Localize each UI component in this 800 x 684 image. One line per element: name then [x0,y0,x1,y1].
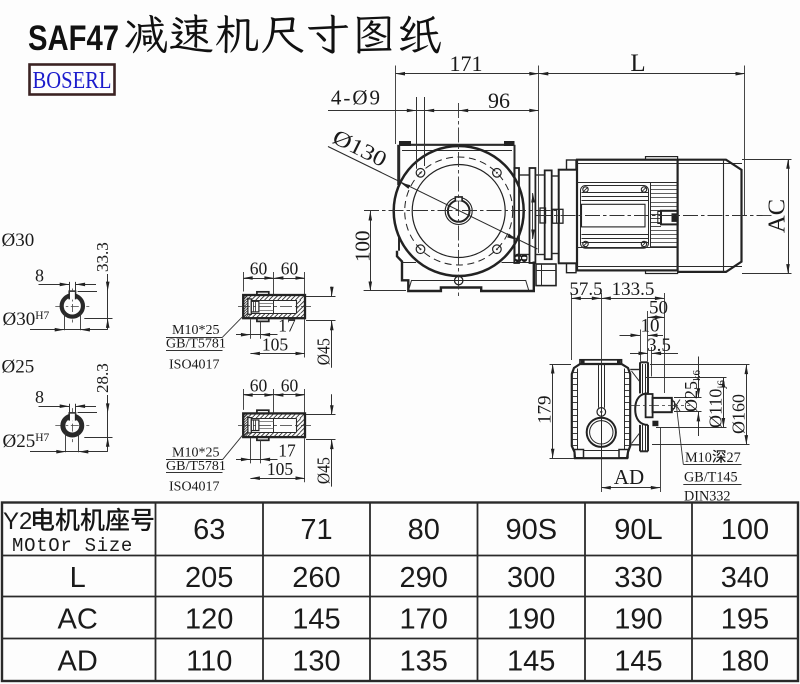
svg-text:Y2: Y2 [3,508,32,535]
svg-text:AC: AC [764,199,791,233]
svg-text:60: 60 [281,376,299,396]
svg-text:MOtOr Size: MOtOr Size [12,535,133,557]
svg-text:290: 290 [400,562,448,594]
svg-text:100: 100 [351,231,375,263]
svg-text:171: 171 [450,51,483,76]
svg-text:L: L [630,50,645,77]
svg-text:120: 120 [185,604,233,636]
svg-text:180: 180 [721,646,769,678]
svg-text:GB/T5781: GB/T5781 [166,337,226,352]
svg-text:50: 50 [649,298,668,319]
svg-text:96: 96 [488,88,510,113]
svg-text:63: 63 [193,514,225,546]
svg-text:M10: M10 [685,450,712,466]
svg-text:80: 80 [408,514,440,546]
svg-text:M10*25: M10*25 [172,446,219,461]
svg-text:145: 145 [292,604,340,636]
svg-text:145: 145 [614,646,662,678]
svg-text:300: 300 [507,562,555,594]
svg-text:GB/T5781: GB/T5781 [166,459,226,474]
svg-text:340: 340 [721,562,769,594]
svg-text:DIN332: DIN332 [684,488,731,504]
svg-text:195: 195 [721,604,769,636]
svg-text:17: 17 [278,440,296,460]
svg-text:105: 105 [267,459,294,479]
svg-text:SAF47: SAF47 [28,18,119,58]
svg-text:ISO4017: ISO4017 [169,358,220,373]
svg-text:190: 190 [614,604,662,636]
svg-text:Ø25: Ø25 [2,357,35,378]
svg-text:130: 130 [292,646,340,678]
svg-text:17: 17 [278,316,296,336]
svg-text:AC: AC [58,604,98,636]
svg-text:4-Ø9: 4-Ø9 [331,86,382,110]
svg-text:205: 205 [185,562,233,594]
svg-text:3.5: 3.5 [647,335,671,356]
svg-text:27: 27 [727,450,741,466]
svg-text:190: 190 [507,604,555,636]
svg-text:8: 8 [510,253,532,263]
svg-text:105: 105 [262,334,289,354]
svg-text:8: 8 [35,265,44,285]
svg-text:8: 8 [35,387,44,407]
svg-text:M10*25: M10*25 [172,323,219,338]
svg-text:179: 179 [535,396,556,425]
svg-text:260: 260 [292,562,340,594]
svg-text:Ø45: Ø45 [314,338,334,365]
svg-text:AD: AD [58,646,98,678]
svg-text:28.3: 28.3 [93,363,112,393]
svg-text:135: 135 [400,646,448,678]
svg-text:60: 60 [281,259,299,279]
svg-text:145: 145 [507,646,555,678]
svg-text:110: 110 [186,646,232,678]
svg-text:BOSERL: BOSERL [33,67,112,94]
svg-text:GB/T145: GB/T145 [684,469,738,485]
svg-text:Ø45: Ø45 [314,457,334,484]
svg-text:90L: 90L [614,514,662,546]
svg-text:330: 330 [614,562,662,594]
svg-text:33.3: 33.3 [93,242,112,272]
svg-text:60: 60 [250,376,268,396]
svg-text:Ø160: Ø160 [729,394,749,434]
svg-text:170: 170 [400,604,448,636]
svg-text:60: 60 [250,259,268,279]
svg-text:L: L [70,562,86,594]
svg-text:AD: AD [614,465,644,489]
svg-text:Ø110j6: Ø110j6 [706,380,728,428]
svg-text:71: 71 [300,514,332,546]
svg-text:10: 10 [641,316,660,337]
svg-text:Ø30: Ø30 [2,230,35,251]
svg-text:57.5: 57.5 [569,279,602,300]
svg-text:100: 100 [721,514,769,546]
svg-text:133.5: 133.5 [612,279,655,300]
svg-text:ISO4017: ISO4017 [169,480,220,495]
svg-text:90S: 90S [505,514,557,546]
